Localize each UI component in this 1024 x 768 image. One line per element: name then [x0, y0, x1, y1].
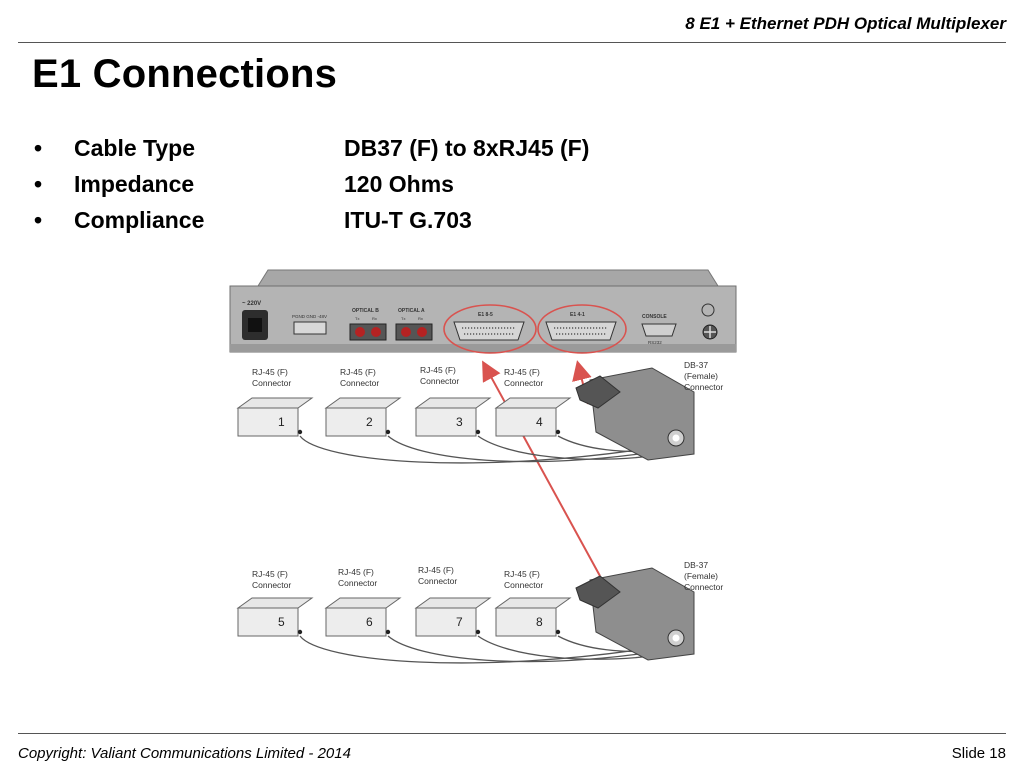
rs232-label: RS232	[648, 340, 662, 345]
ground-icon	[701, 303, 715, 317]
port-number: 5	[278, 615, 285, 629]
e1-connection-diagram: ~ 220V PGND GND -48V OPTICAL B Tx Rx OPT…	[229, 269, 737, 664]
header-divider	[18, 42, 1006, 43]
port-number: 2	[366, 415, 373, 429]
rj45-label-line2: Connector	[252, 580, 291, 590]
db37-label-line3: Connector	[684, 382, 723, 392]
e1-8-5-highlight	[443, 304, 537, 354]
rj45-label-line2: Connector	[504, 580, 543, 590]
rj45-connector-6: 6 RJ-45 (F) Connector	[324, 567, 402, 637]
rj45-connector-8: 8 RJ-45 (F) Connector	[494, 569, 572, 637]
db37-label-line1: DB-37	[684, 360, 708, 370]
rj45-group-bottom: 5 RJ-45 (F) Connector 6 RJ-45 (F) Connec…	[236, 560, 723, 664]
rj45-connector-4: 4 RJ-45 (F) Connector	[494, 367, 572, 437]
e1-4-1-highlight	[537, 304, 627, 354]
spec-key: Compliance	[74, 206, 205, 233]
rj45-label-line1: RJ-45 (F)	[418, 565, 454, 575]
optical-a-label: OPTICAL A	[398, 308, 425, 314]
spec-item-cable-type: • Cable Type DB37 (F) to 8xRJ45 (F)	[34, 130, 589, 166]
spec-key: Impedance	[74, 170, 195, 197]
rj45-label-line2: Connector	[418, 576, 457, 586]
db37-label-line2: (Female)	[684, 371, 718, 381]
rj45-label-line2: Connector	[420, 376, 459, 386]
rj45-label-line1: RJ-45 (F)	[504, 367, 540, 377]
rj45-label-line2: Connector	[338, 578, 377, 588]
rj45-label-line1: RJ-45 (F)	[420, 365, 456, 375]
db37-label-line3: Connector	[684, 582, 723, 592]
rj45-label-line2: Connector	[340, 378, 379, 388]
spec-key: Cable Type	[74, 134, 195, 161]
terminal-label: PGND GND -48V	[292, 314, 327, 319]
rj45-connector-3: 3 RJ-45 (F) Connector	[414, 365, 492, 437]
rj45-label-line1: RJ-45 (F)	[340, 367, 376, 377]
rj45-connector-7: 7 RJ-45 (F) Connector	[414, 565, 492, 637]
spec-list: • Cable Type DB37 (F) to 8xRJ45 (F) • Im…	[34, 130, 589, 238]
terminal-block-icon	[293, 321, 327, 335]
port-number: 3	[456, 415, 463, 429]
port-number: 7	[456, 615, 463, 629]
slide-title: E1 Connections	[32, 52, 338, 96]
rj45-label-line1: RJ-45 (F)	[252, 569, 288, 579]
tx-label: Tx	[355, 316, 359, 321]
spec-value: 120 Ohms	[344, 170, 454, 197]
spec-item-compliance: • Compliance ITU-T G.703	[34, 202, 589, 238]
rj45-label-line1: RJ-45 (F)	[252, 367, 288, 377]
tx-label: Tx	[401, 316, 405, 321]
footer-divider	[18, 733, 1006, 734]
rx-label: Rx	[372, 316, 377, 321]
port-number: 1	[278, 415, 285, 429]
rj45-connector-1: 1 RJ-45 (F) Connector	[236, 367, 314, 437]
db37-connector-top: DB-37 (Female) Connector	[575, 360, 723, 461]
slide-number: Slide 18	[951, 745, 1006, 762]
bullet-dot: •	[34, 134, 43, 161]
optical-b-label: OPTICAL B	[352, 308, 379, 314]
rj45-label-line2: Connector	[252, 378, 291, 388]
device-rear-panel: ~ 220V PGND GND -48V OPTICAL B Tx Rx OPT…	[229, 269, 737, 354]
rj45-connector-5: 5 RJ-45 (F) Connector	[236, 569, 314, 637]
copyright-text: Copyright: Valiant Communications Limite…	[18, 745, 351, 762]
db37-label-line2: (Female)	[684, 571, 718, 581]
header-title: 8 E1 + Ethernet PDH Optical Multiplexer	[685, 14, 1006, 33]
spec-item-impedance: • Impedance 120 Ohms	[34, 166, 589, 202]
port-number: 6	[366, 615, 373, 629]
rj45-label-line1: RJ-45 (F)	[338, 567, 374, 577]
rj45-group-top: 1 RJ-45 (F) Connector 2 RJ-45 (F) Connec…	[236, 360, 723, 464]
arrow-to-e1-8-5	[482, 360, 601, 577]
port-number: 8	[536, 615, 543, 629]
console-label: CONSOLE	[642, 314, 667, 320]
bullet-dot: •	[34, 206, 43, 233]
port-number: 4	[536, 415, 543, 429]
rj45-label-line1: RJ-45 (F)	[504, 569, 540, 579]
rj45-label-line2: Connector	[504, 378, 543, 388]
db37-connector-bottom: DB-37 (Female) Connector	[575, 560, 723, 661]
spec-value: DB37 (F) to 8xRJ45 (F)	[344, 134, 590, 161]
rx-label: Rx	[418, 316, 423, 321]
e1-8-5-db37-port-icon	[453, 321, 525, 341]
spec-value: ITU-T G.703	[344, 206, 472, 233]
console-port-icon	[641, 323, 677, 337]
power-label: ~ 220V	[242, 301, 261, 307]
bullet-dot: •	[34, 170, 43, 197]
e1-4-1-label: E1 4-1	[570, 312, 585, 318]
db37-label-line1: DB-37	[684, 560, 708, 570]
e1-4-1-db37-port-icon	[545, 321, 617, 341]
rj45-connector-2: 2 RJ-45 (F) Connector	[324, 367, 402, 437]
e1-8-5-label: E1 8-5	[478, 312, 493, 318]
